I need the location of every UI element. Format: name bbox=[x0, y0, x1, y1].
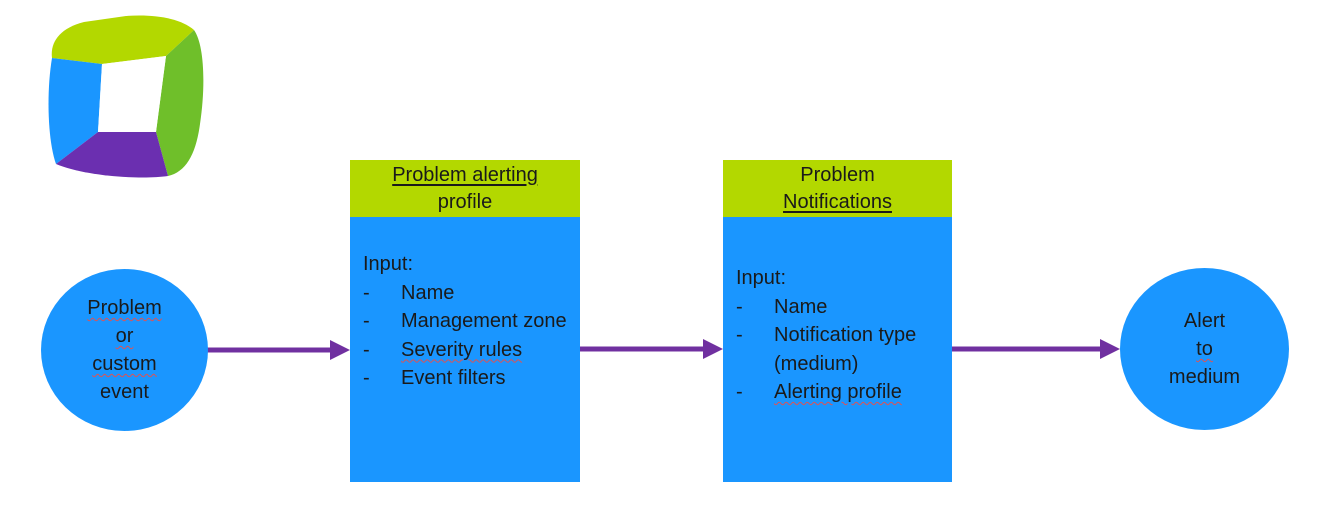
item-text: Severity rules bbox=[401, 338, 523, 361]
item-text: Notification type (medium) bbox=[774, 324, 917, 375]
arrow-start-to-profile bbox=[207, 340, 350, 360]
start-line-2: or bbox=[115, 325, 134, 347]
item-text: Name bbox=[774, 295, 828, 318]
bullet-dash: - bbox=[363, 338, 370, 361]
list-item: - Management zone bbox=[363, 307, 580, 336]
list-item: - Alerting profile bbox=[736, 378, 952, 407]
notifications-body: Input: - Name - Notification type (mediu… bbox=[723, 217, 952, 407]
list-item: - Notification type (medium) bbox=[736, 321, 952, 378]
alerting-profile-header: Problem alerting profile bbox=[350, 160, 580, 217]
item-text: Management zone bbox=[401, 310, 567, 332]
alerting-profile-input-label: Input: bbox=[363, 253, 414, 275]
node-problem-or-custom-event: Problem or custom event bbox=[41, 269, 208, 431]
bullet-dash: - bbox=[363, 310, 370, 332]
dynatrace-logo-icon bbox=[48, 15, 204, 178]
alerting-profile-body: Input: - Name - Management zone - Severi… bbox=[350, 217, 580, 393]
alerting-profile-title-line-2: profile bbox=[437, 190, 493, 213]
list-item: - Severity rules bbox=[363, 336, 580, 365]
end-line-2: medium bbox=[1168, 366, 1241, 388]
bullet-dash: - bbox=[736, 295, 743, 318]
start-line-3: custom bbox=[92, 353, 157, 375]
list-item: - Name bbox=[736, 293, 952, 322]
list-item: - Event filters bbox=[363, 364, 580, 393]
bullet-dash: - bbox=[736, 324, 743, 346]
end-word-alert: Alert bbox=[1183, 310, 1226, 332]
end-word-to: to bbox=[1196, 338, 1213, 360]
notifications-header: Problem Notifications bbox=[723, 160, 952, 217]
node-problem-alerting-profile: Problem alerting profile Input: - Name -… bbox=[350, 160, 580, 482]
item-text: Event filters bbox=[401, 367, 506, 389]
list-item: - Name bbox=[363, 279, 580, 308]
item-text: Name bbox=[401, 281, 455, 304]
item-text: Alerting profile bbox=[774, 381, 902, 403]
start-line-4: event bbox=[100, 381, 149, 403]
bullet-dash: - bbox=[363, 367, 370, 389]
node-alert-to-medium: Alert to medium bbox=[1120, 268, 1289, 430]
arrow-notifications-to-end bbox=[952, 339, 1120, 359]
notifications-title-line-1: Problem bbox=[800, 163, 875, 186]
notifications-title-line-2: Notifications bbox=[783, 190, 892, 213]
arrow-profile-to-notifications bbox=[580, 339, 723, 359]
node-problem-notifications: Problem Notifications Input: - Name - No… bbox=[723, 160, 952, 482]
notifications-input-label: Input: bbox=[736, 267, 787, 289]
bullet-dash: - bbox=[363, 281, 370, 304]
start-line-1: Problem bbox=[87, 297, 162, 319]
bullet-dash: - bbox=[736, 381, 743, 403]
alerting-profile-title-line-1: Problem alerting bbox=[392, 163, 538, 186]
end-line-1: Alert to bbox=[1169, 307, 1240, 363]
